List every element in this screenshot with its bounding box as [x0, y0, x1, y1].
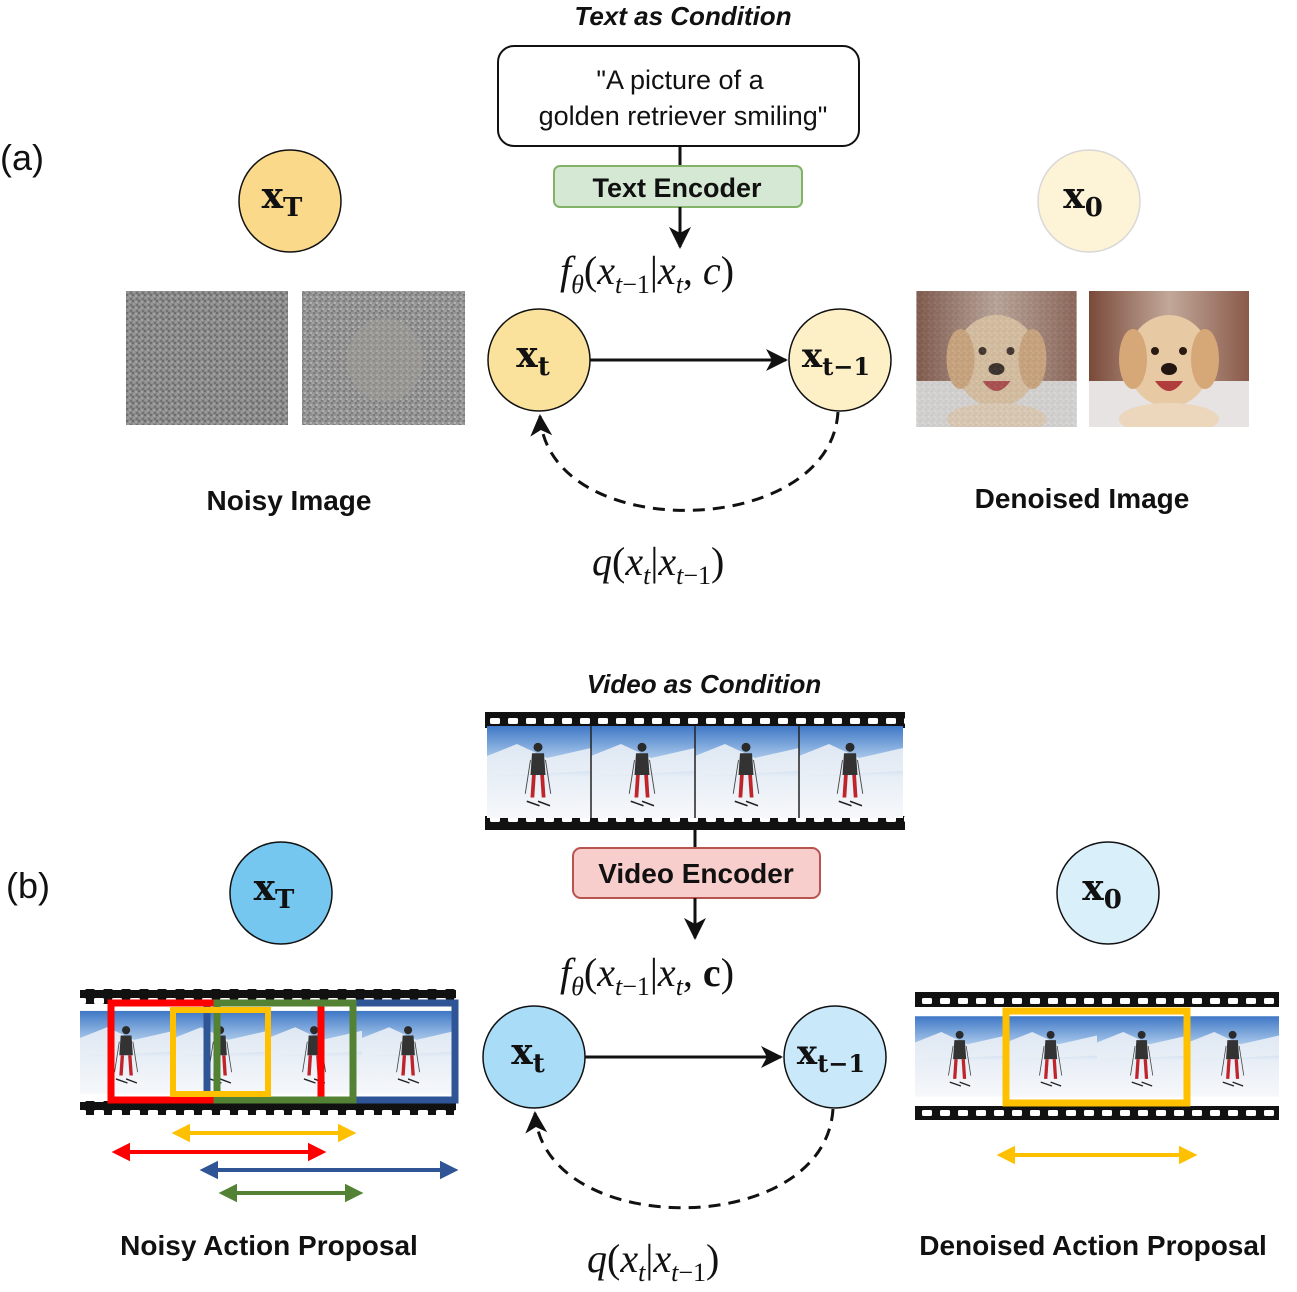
- svg-text:xt−1: xt−1: [797, 1033, 865, 1078]
- noisy-image-1: [126, 291, 288, 425]
- video-filmstrip: [485, 712, 905, 830]
- svg-text:xt: xt: [516, 334, 549, 382]
- panel-a-label: (a): [0, 137, 44, 178]
- node-xt1-b: xt−1: [783, 1005, 887, 1109]
- svg-text:xt−1: xt−1: [802, 336, 870, 381]
- denoised-image-1: [916, 291, 1077, 427]
- svg-text:x0: x0: [1082, 867, 1122, 915]
- text-condition-title: Text as Condition: [574, 1, 791, 31]
- text-prompt-box: "A picture of a golden retriever smiling…: [497, 45, 860, 147]
- svg-text:fθ(xt−1|xt, c): fθ(xt−1|xt, c): [560, 248, 734, 299]
- svg-text:xt: xt: [511, 1031, 544, 1079]
- node-xt1-a: xt−1: [788, 308, 892, 412]
- q-formula-a: q(xt|xt−1): [592, 539, 724, 590]
- noisy-image-caption: Noisy Image: [207, 485, 372, 516]
- svg-text:xT: xT: [254, 867, 295, 915]
- node-xt-a: xt: [487, 308, 591, 412]
- video-condition-title: Video as Condition: [587, 669, 821, 699]
- denoised-proposal-caption: Denoised Action Proposal: [919, 1230, 1266, 1261]
- noisy-image-2: [302, 291, 465, 425]
- noisy-proposal-caption: Noisy Action Proposal: [120, 1230, 418, 1261]
- text-encoder-box: Text Encoder: [553, 165, 803, 208]
- node-x0-b: x0: [1056, 841, 1160, 945]
- denoised-image-2: [1089, 291, 1249, 427]
- svg-text:fθ(xt−1|xt, c): fθ(xt−1|xt, c): [560, 950, 734, 1001]
- video-encoder-box: Video Encoder: [572, 847, 821, 899]
- f-theta-formula-a: fθ(xt−1|xt, c): [560, 248, 734, 299]
- node-x0-a: x0: [1037, 149, 1141, 253]
- panel-b-label: (b): [6, 865, 50, 906]
- svg-text:xT: xT: [262, 175, 303, 223]
- proposal-ranges: [111, 1123, 459, 1203]
- q-formula-b: q(xt|xt−1): [587, 1236, 719, 1287]
- text-encoder-label: Text Encoder: [592, 173, 762, 203]
- node-xt-b: xt: [482, 1005, 586, 1109]
- f-theta-formula-b: fθ(xt−1|xt, c): [560, 950, 734, 1001]
- svg-text:x0: x0: [1063, 175, 1103, 223]
- node-xT-a: xT: [238, 149, 342, 253]
- denoised-proposal-filmstrip: [915, 992, 1279, 1120]
- noise-arrow-b: [525, 1108, 835, 1210]
- prompt-line-2: golden retriever smiling": [539, 101, 828, 131]
- denoised-image-caption: Denoised Image: [975, 483, 1190, 514]
- proposal-box-green: [213, 999, 357, 1104]
- denoised-proposal-range: [996, 1145, 1198, 1165]
- video-encoder-label: Video Encoder: [598, 858, 794, 889]
- proposal-box-yellow: [170, 1007, 271, 1097]
- noise-arrow-a: [530, 411, 840, 512]
- denoised-proposal-box: [1002, 1007, 1191, 1107]
- node-xT-b: xT: [229, 841, 333, 945]
- svg-text:q(xt|xt−1): q(xt|xt−1): [592, 539, 724, 590]
- svg-text:q(xt|xt−1): q(xt|xt−1): [587, 1236, 719, 1287]
- prompt-line-1: "A picture of a: [596, 65, 764, 95]
- noisy-proposal-filmstrip: [80, 989, 459, 1115]
